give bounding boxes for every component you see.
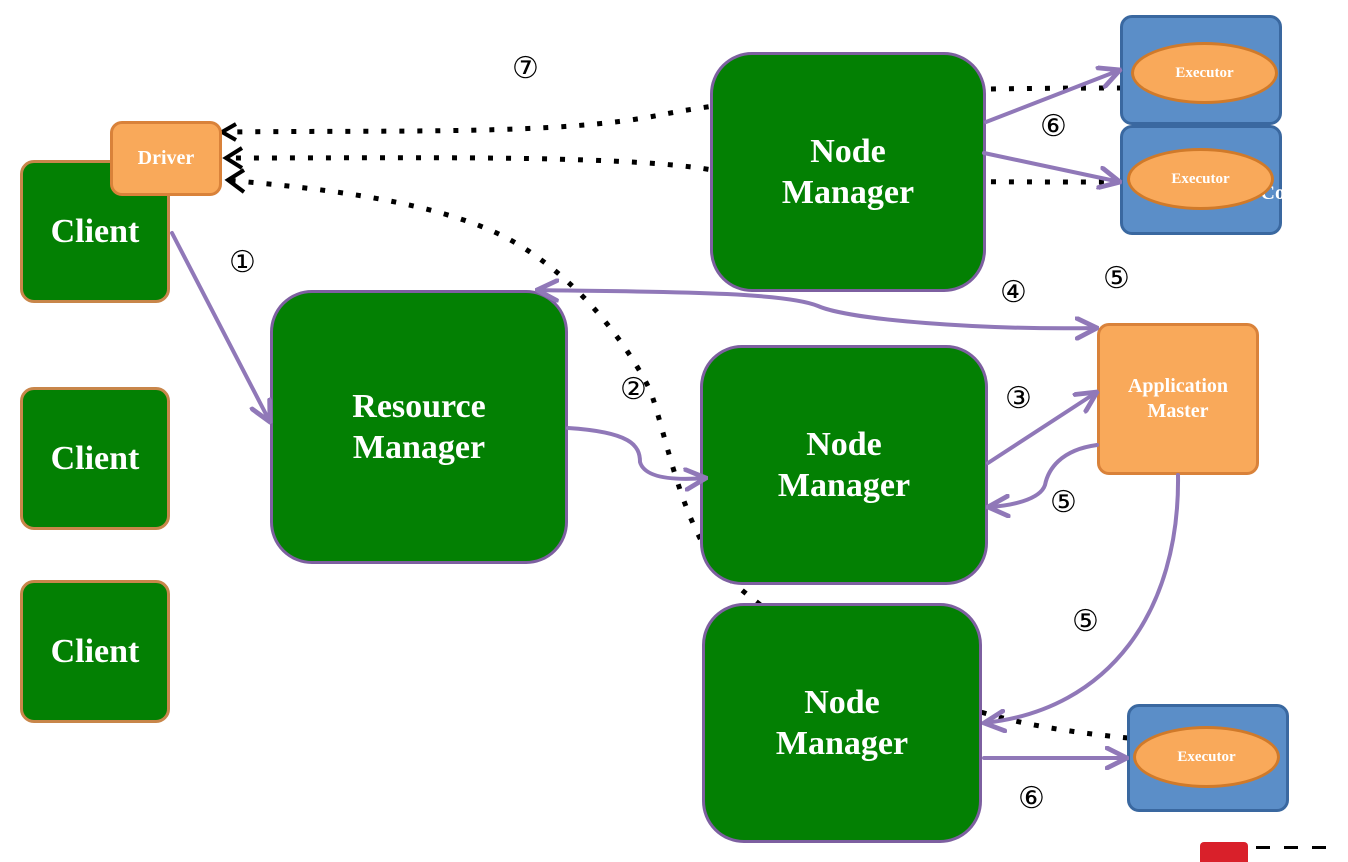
step-label-2: ② <box>620 372 647 407</box>
arrow-step5-am-to-nm <box>988 443 1099 507</box>
step-label-4: ④ <box>1000 275 1027 310</box>
arrow-step6-nm-to-executor1 <box>984 70 1120 124</box>
executor-oval-1: Executor <box>1131 42 1278 104</box>
arrow-step4-rm-am <box>537 290 1097 328</box>
executor-label-1: Executor <box>1175 64 1234 81</box>
logo-mark-icon <box>1256 846 1346 860</box>
arrow-step6-nm-to-executor2 <box>982 151 1120 182</box>
node-manager-top-label: Node Manager <box>781 132 915 211</box>
driver-box: Driver <box>110 121 222 196</box>
step-label-7: ⑦ <box>512 51 539 86</box>
step-label-3: ③ <box>1005 381 1032 416</box>
step-label-6-bottom: ⑥ <box>1018 781 1045 816</box>
application-master-label: Application Master <box>1127 375 1229 422</box>
client-box-3: Client <box>20 580 170 723</box>
step-label-1: ① <box>229 245 256 280</box>
client-label-3: Client <box>50 632 140 670</box>
step-label-5-mid: ⑤ <box>1050 485 1077 520</box>
client-label-2: Client <box>50 439 140 477</box>
arrow-step1-client-to-rm <box>170 231 270 422</box>
node-manager-bottom-box: Node Manager <box>702 603 982 843</box>
step-label-5-top: ⑤ <box>1103 261 1130 296</box>
application-master-box: Application Master <box>1097 323 1259 475</box>
driver-chevron-1 <box>217 122 237 142</box>
logo-icon <box>1200 842 1248 862</box>
node-manager-middle-box: Node Manager <box>700 345 988 585</box>
driver-chevron-3 <box>224 168 246 194</box>
node-manager-top-box: Node Manager <box>710 52 986 292</box>
arrow-step5-am-to-bottom-nm <box>984 473 1181 723</box>
resource-manager-box: Resource Manager <box>270 290 568 564</box>
step-label-5-low: ⑤ <box>1072 604 1099 639</box>
step-label-6-top: ⑥ <box>1040 109 1067 144</box>
executor-oval-3: Executor <box>1133 726 1280 788</box>
arrow-step3-nm-to-am <box>986 392 1097 465</box>
driver-chevron-2 <box>222 146 244 170</box>
node-manager-bottom-label: Node Manager <box>775 683 909 762</box>
driver-label: Driver <box>137 147 195 169</box>
client-label-1: Client <box>50 212 140 250</box>
executor-label-3: Executor <box>1177 748 1236 765</box>
arrow-step2-rm-to-nm <box>566 426 706 479</box>
executor-oval-2: Executor <box>1127 148 1274 210</box>
resource-manager-label: Resource Manager <box>352 387 486 466</box>
node-manager-middle-label: Node Manager <box>777 425 911 504</box>
executor-label-2: Executor <box>1171 170 1230 187</box>
dotted-line-executor3-driver <box>224 177 1129 741</box>
client-box-2: Client <box>20 387 170 530</box>
